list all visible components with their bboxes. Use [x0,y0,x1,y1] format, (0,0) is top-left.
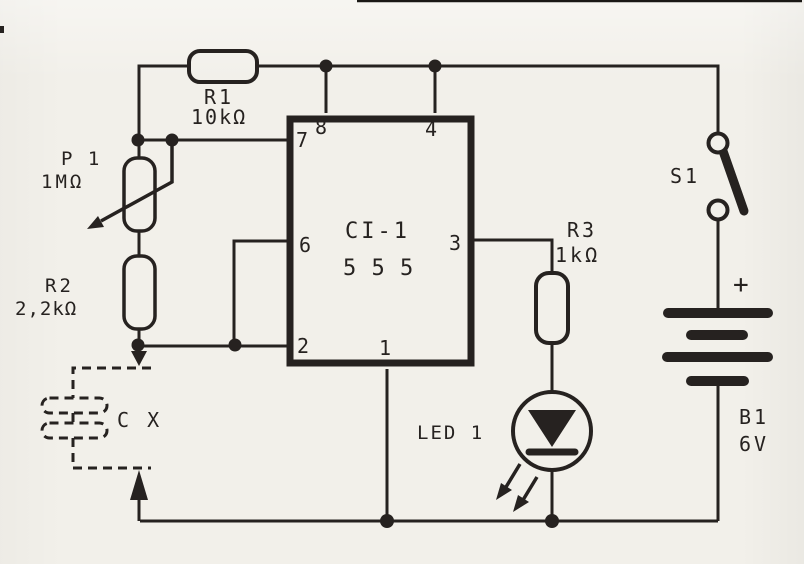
ic-pin-8: 8 [315,115,330,139]
ic-555-symbol [286,115,475,367]
ic-pin-6: 6 [299,233,314,257]
led-label: LED 1 [417,422,485,444]
s1-label: S1 [670,164,701,188]
capacitor-cx-symbol [40,351,151,500]
p1-label: P 1 [61,148,102,170]
ic-pin-2: 2 [297,334,312,358]
r1-value: 10kΩ [191,105,248,129]
battery-plus-sign: + [733,270,751,300]
switch-s1-symbol [706,131,749,222]
b1-value: 6V [739,432,770,456]
resistor-r2-symbol [122,254,157,331]
r3-label: R3 [567,218,598,242]
junction-dots [131,59,559,528]
r2-value: 2,2kΩ [15,298,78,320]
b1-label: B1 [739,405,770,429]
r1-label: R1 [204,85,235,109]
ic-pin-1: 1 [379,336,394,360]
ic-pin-4: 4 [425,117,440,141]
led-symbol [496,390,593,512]
r2-label: R2 [45,275,74,297]
ic-pin-7: 7 [296,128,311,152]
cx-label: C X [117,408,163,432]
r3-value: 1kΩ [555,243,601,267]
resistor-r1-symbol [187,49,259,84]
ic-pin-3: 3 [449,231,464,255]
p1-value: 1MΩ [41,171,85,193]
ic-label: CI-1 [345,219,410,244]
battery-b1-symbol [662,308,773,386]
potentiometer-p1-symbol [87,141,174,233]
resistor-r3-symbol [534,271,570,345]
ic-part-number: 5 5 5 [343,256,415,281]
scan-artifacts [0,0,802,33]
